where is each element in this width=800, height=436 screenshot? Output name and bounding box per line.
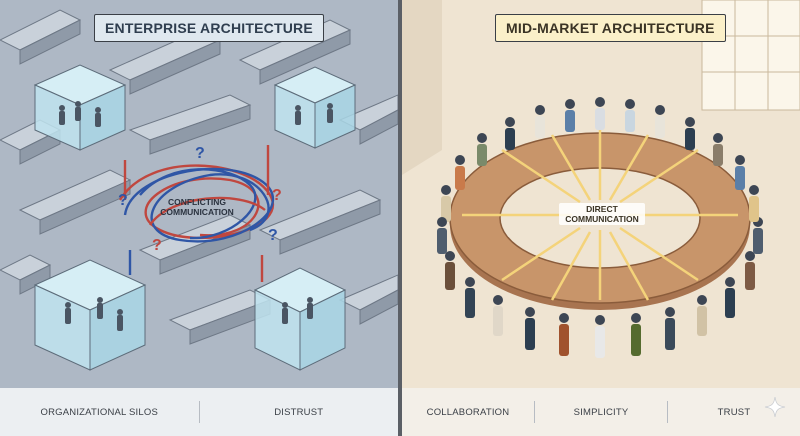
footer-label-distrust: DISTRUST: [200, 407, 399, 418]
enterprise-footer: ORGANIZATIONAL SILOS DISTRUST: [0, 388, 398, 436]
maze-scene: ? ? ? ? ?: [0, 0, 398, 436]
svg-text:?: ?: [118, 192, 128, 209]
svg-text:?: ?: [195, 145, 205, 162]
mid-market-panel: MID-MARKET ARCHITECTURE DIRECT COMMUNICA…: [402, 0, 800, 436]
svg-text:?: ?: [268, 227, 278, 244]
conflicting-communication-label: CONFLICTING COMMUNICATION: [152, 197, 242, 217]
enterprise-title: ENTERPRISE ARCHITECTURE: [94, 14, 324, 42]
direct-communication-label: DIRECT COMMUNICATION: [559, 203, 645, 225]
svg-text:?: ?: [152, 237, 162, 254]
enterprise-panel: ? ? ? ? ? ENTERPRISE ARCHITECTURE: [0, 0, 398, 436]
footer-label-silos: ORGANIZATIONAL SILOS: [0, 407, 199, 418]
sparkle-icon: [764, 396, 786, 418]
mid-market-footer: COLLABORATION SIMPLICITY TRUST: [402, 388, 800, 436]
footer-label-simplicity: SIMPLICITY: [535, 407, 667, 418]
svg-text:?: ?: [272, 187, 282, 204]
mid-market-title: MID-MARKET ARCHITECTURE: [495, 14, 726, 42]
glass-office-top-right: [275, 67, 355, 148]
footer-label-collaboration: COLLABORATION: [402, 407, 534, 418]
glass-office-bottom-right: [255, 268, 345, 370]
